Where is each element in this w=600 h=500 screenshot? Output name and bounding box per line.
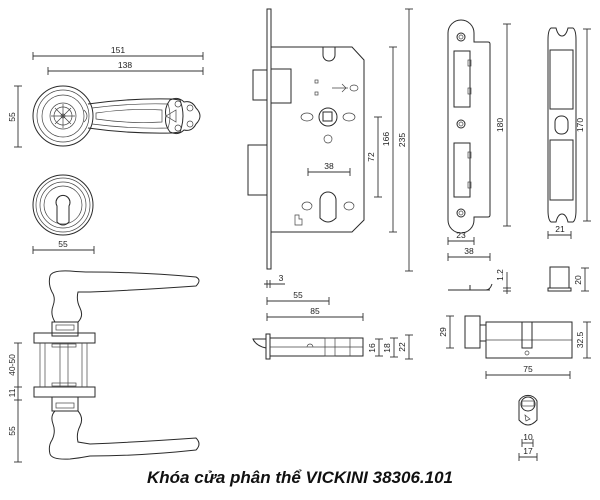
dimension-85: 85 — [266, 306, 364, 321]
dim-label-16: 16 — [367, 343, 377, 353]
dimension-16: 16 — [367, 338, 383, 357]
dimension-40-50: 40-50 — [7, 342, 22, 387]
dimension-55-backset: 55 — [266, 290, 330, 305]
dimension-32-5: 32.5 — [575, 321, 591, 359]
dim-label-55-escutcheon: 55 — [58, 239, 68, 249]
dimension-151: 151 — [32, 45, 204, 60]
dim-label-180: 180 — [495, 118, 505, 132]
dimension-11: 11 — [7, 386, 22, 401]
cylinder-end-view — [518, 394, 538, 426]
box-keeper-side-profile — [547, 266, 572, 292]
dimension-180: 180 — [495, 23, 511, 227]
dimension-22: 22 — [397, 334, 413, 360]
dim-label-38-center: 38 — [324, 161, 334, 171]
dim-label-55-rose: 55 — [7, 112, 17, 122]
dim-label-29: 29 — [438, 327, 448, 337]
dimension-21: 21 — [547, 224, 572, 239]
box-keeper: 170 21 20 — [547, 27, 591, 292]
dim-label-166: 166 — [381, 132, 391, 146]
strike-side-profile — [448, 283, 493, 291]
dimension-170: 170 — [575, 28, 591, 222]
dim-label-23: 23 — [456, 230, 466, 240]
dimension-75: 75 — [485, 364, 571, 379]
dimension-3: 3 — [264, 273, 285, 288]
dimension-1-2: 1.2 — [495, 269, 511, 294]
dim-label-11: 11 — [7, 388, 17, 397]
escutcheon-drawing — [32, 174, 94, 236]
dimension-38-strike: 38 — [447, 246, 491, 261]
dimension-23: 23 — [447, 230, 475, 245]
mortise-drawing — [247, 8, 365, 270]
dim-label-18: 18 — [382, 343, 392, 353]
dimension-10: 10 — [521, 432, 534, 447]
dimension-55-side: 55 — [7, 400, 22, 463]
dim-label-22: 22 — [397, 342, 407, 352]
dimension-55-escutcheon: 55 — [32, 239, 95, 254]
dim-label-170: 170 — [575, 118, 585, 132]
dim-label-3: 3 — [279, 273, 284, 283]
dimension-17: 17 — [518, 446, 538, 461]
dimension-18: 18 — [382, 337, 398, 358]
euro-cylinder: 29 32.5 75 10 — [438, 315, 591, 461]
dimension-166: 166 — [381, 46, 397, 233]
dim-label-1-2: 1.2 — [495, 269, 505, 281]
dimension-138: 138 — [47, 60, 204, 75]
escutcheon-view: 55 — [32, 174, 95, 254]
dim-label-55-backset: 55 — [293, 290, 303, 300]
dim-label-21: 21 — [555, 224, 565, 234]
product-caption: Khóa cửa phân thể VICKINI 38306.101 — [147, 468, 453, 487]
dim-label-32-5: 32.5 — [575, 331, 585, 348]
dim-label-20: 20 — [573, 275, 583, 285]
side-view-drawing — [33, 270, 200, 460]
strike-plate: 180 23 38 1.2 — [447, 19, 511, 294]
handle-side-view: 40-50 11 55 — [7, 270, 200, 463]
lever-handle-drawing — [32, 85, 201, 147]
dim-label-38-strike: 38 — [464, 246, 474, 256]
dimension-20: 20 — [573, 267, 589, 292]
dimension-29: 29 — [438, 315, 454, 349]
dim-label-10: 10 — [523, 432, 533, 442]
cylinder-drawing — [464, 315, 573, 359]
dimension-72: 72 — [366, 116, 382, 198]
dimension-38-backset-center: 38 — [307, 161, 351, 176]
bolt-drawing — [252, 333, 364, 360]
handle-top-view: 151 138 55 — [7, 45, 204, 148]
dim-label-72: 72 — [366, 152, 376, 162]
dim-label-75: 75 — [523, 364, 533, 374]
strike-plate-drawing — [447, 19, 491, 234]
dim-label-85: 85 — [310, 306, 320, 316]
dim-label-55-side: 55 — [7, 426, 17, 436]
dimension-55-vertical: 55 — [7, 85, 22, 148]
dim-label-40-50: 40-50 — [7, 354, 17, 376]
dim-label-17: 17 — [523, 446, 533, 456]
box-keeper-drawing — [547, 27, 577, 223]
dim-label-235: 235 — [397, 133, 407, 147]
mortise-lock-body: 38 72 166 235 3 — [247, 8, 413, 321]
dim-label-151: 151 — [111, 45, 125, 55]
dimension-235: 235 — [397, 8, 413, 272]
bolt-side-view: 16 18 22 — [252, 333, 413, 360]
dim-label-138: 138 — [118, 60, 132, 70]
